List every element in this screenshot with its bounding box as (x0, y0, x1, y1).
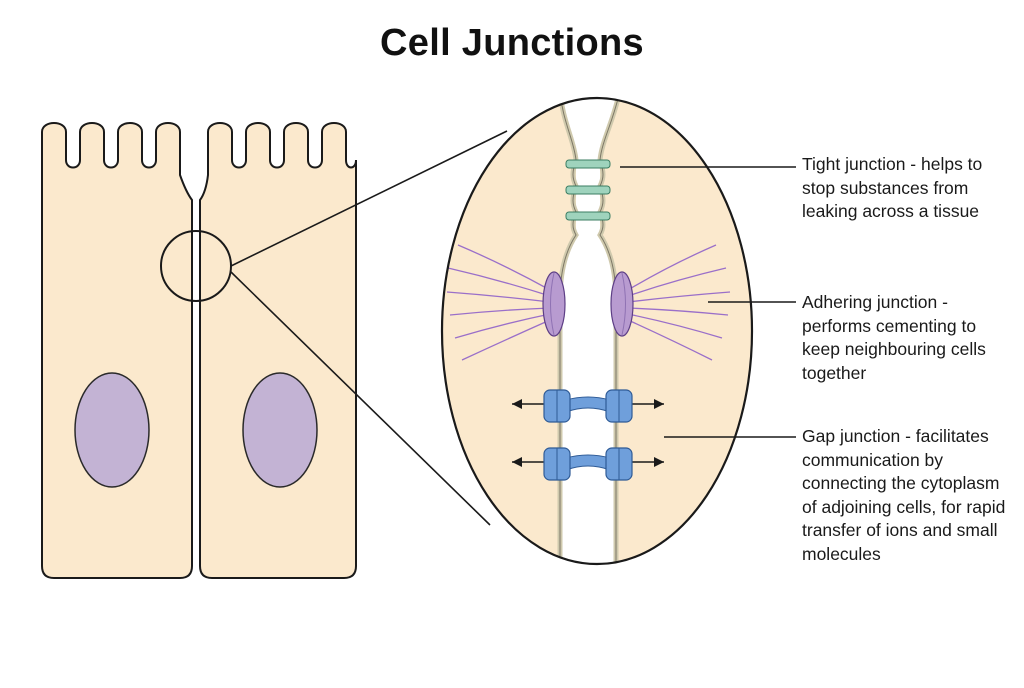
zoom-line-bottom (230, 271, 491, 526)
zoom-line-top (230, 130, 508, 267)
magnified-view-outline (440, 96, 754, 566)
gap-junction-upper (512, 389, 664, 423)
right-cell (199, 122, 357, 579)
adhering-junction (446, 244, 731, 361)
left-nucleus (74, 372, 150, 488)
tight-junction-label: Tight junction - helps to stop substance… (802, 154, 983, 221)
adhering-junction-label: Adhering junction - performs cementing t… (802, 292, 986, 383)
left-cell (41, 122, 193, 579)
left-adhering-plaque (542, 271, 566, 337)
left-actin-filaments (446, 244, 551, 361)
right-actin-filaments (627, 244, 731, 361)
right-adhering-plaque (610, 271, 634, 337)
gap-junction-label: Gap junction - facilitates communication… (802, 426, 1006, 564)
right-nucleus (242, 372, 318, 488)
gap-junction-lower (512, 447, 664, 481)
tight-junction (565, 159, 611, 221)
page-title: Cell Junctions (380, 22, 644, 64)
